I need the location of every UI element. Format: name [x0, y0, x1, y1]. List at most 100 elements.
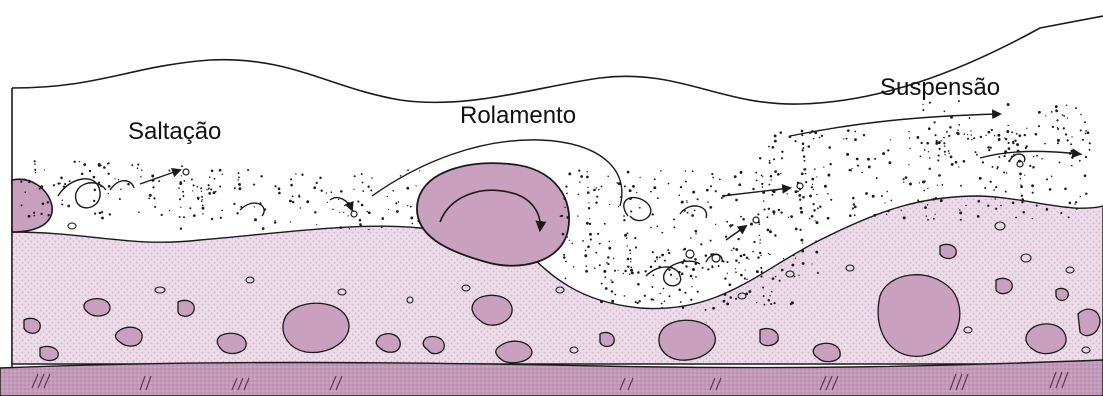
fine-particle: [1011, 156, 1013, 158]
fine-particle: [44, 169, 45, 170]
fine-particle: [588, 207, 590, 209]
fine-particle: [83, 163, 86, 166]
fine-particle: [735, 271, 737, 273]
fine-particle: [827, 193, 829, 195]
fine-particle: [943, 142, 945, 144]
fine-particle: [944, 145, 946, 147]
rolling-label: Rolamento: [460, 102, 576, 130]
fine-particle: [888, 161, 891, 164]
fine-particle: [107, 163, 109, 165]
fine-particle: [183, 216, 185, 218]
fine-particle: [202, 207, 205, 210]
fine-particle: [937, 159, 939, 161]
fine-particle: [1018, 134, 1021, 137]
fine-particle: [777, 174, 779, 176]
fine-particle: [722, 195, 725, 198]
fine-particle: [192, 190, 193, 191]
fine-particle: [63, 186, 65, 188]
fine-particle: [685, 170, 687, 172]
fine-particle: [1069, 202, 1072, 205]
fine-particle: [735, 298, 737, 300]
fine-particle: [624, 234, 627, 237]
fine-particle: [887, 210, 889, 212]
fine-particle: [998, 138, 1001, 141]
fine-particle: [682, 306, 684, 308]
fine-particle: [795, 257, 796, 258]
fine-particle: [763, 295, 765, 297]
fine-particle: [737, 238, 739, 240]
fine-particle: [847, 129, 850, 132]
fine-particle: [627, 245, 628, 246]
fine-particle: [568, 172, 571, 175]
fine-particle: [791, 301, 794, 304]
fine-particle: [742, 218, 745, 221]
fine-particle: [254, 218, 257, 221]
fine-particle: [193, 184, 195, 186]
fine-particle: [202, 199, 203, 200]
fine-particle: [802, 147, 804, 149]
fine-particle: [410, 206, 412, 208]
fine-particle: [627, 258, 630, 261]
fine-particle: [817, 207, 819, 209]
fine-particle: [774, 140, 777, 143]
fine-particle: [917, 199, 919, 201]
fine-particle: [238, 183, 241, 186]
fine-particle: [752, 188, 754, 190]
fine-particle: [210, 188, 212, 190]
fine-particle: [607, 256, 609, 258]
fine-particle: [726, 261, 728, 263]
fine-particle: [727, 273, 728, 274]
fine-particle: [89, 170, 91, 172]
fine-particle: [882, 152, 885, 155]
fine-particle: [933, 218, 935, 220]
fine-particle: [934, 134, 936, 136]
fine-particle: [316, 182, 318, 184]
fine-particle: [1011, 131, 1013, 133]
fine-particle: [652, 274, 654, 276]
fine-particle: [794, 140, 796, 142]
fine-particle: [67, 205, 70, 208]
fine-particle: [222, 173, 224, 175]
fine-particle: [651, 286, 653, 288]
fine-particle: [909, 137, 911, 139]
fine-particle: [940, 140, 942, 142]
fine-particle: [922, 104, 923, 105]
fine-particle: [137, 167, 139, 169]
fine-particle: [332, 209, 334, 211]
fine-particle: [589, 233, 592, 236]
fine-particle: [773, 213, 775, 215]
fine-particle: [211, 218, 213, 220]
fine-particle: [768, 253, 769, 254]
fine-particle: [685, 265, 687, 267]
fine-particle: [367, 186, 369, 188]
fine-particle: [813, 189, 814, 190]
fine-particle: [1021, 194, 1023, 196]
fine-particle: [1003, 155, 1005, 157]
fine-particle: [407, 169, 409, 171]
fine-particle: [605, 287, 608, 290]
fine-particle: [362, 182, 364, 184]
fine-particle: [1051, 111, 1053, 113]
fine-particle: [927, 188, 928, 189]
fine-particle: [109, 213, 111, 215]
fine-particle: [278, 192, 281, 195]
fine-particle: [657, 197, 659, 199]
fine-particle: [630, 258, 632, 260]
fine-particle: [1063, 115, 1065, 117]
fine-particle: [35, 172, 36, 173]
fine-particle: [368, 211, 371, 214]
fine-particle: [1060, 212, 1062, 214]
fine-particle: [415, 185, 416, 186]
fine-particle: [819, 137, 821, 139]
fine-particle: [884, 202, 885, 203]
fine-particle: [34, 169, 36, 171]
fine-particle: [400, 175, 402, 177]
fine-particle: [697, 291, 699, 293]
fine-particle: [410, 216, 413, 219]
fine-particle: [392, 190, 394, 192]
fine-particle: [567, 236, 568, 237]
fine-particle: [98, 182, 100, 184]
fine-particle: [1016, 143, 1019, 146]
fine-particle: [763, 208, 765, 210]
fine-particle: [948, 152, 949, 153]
